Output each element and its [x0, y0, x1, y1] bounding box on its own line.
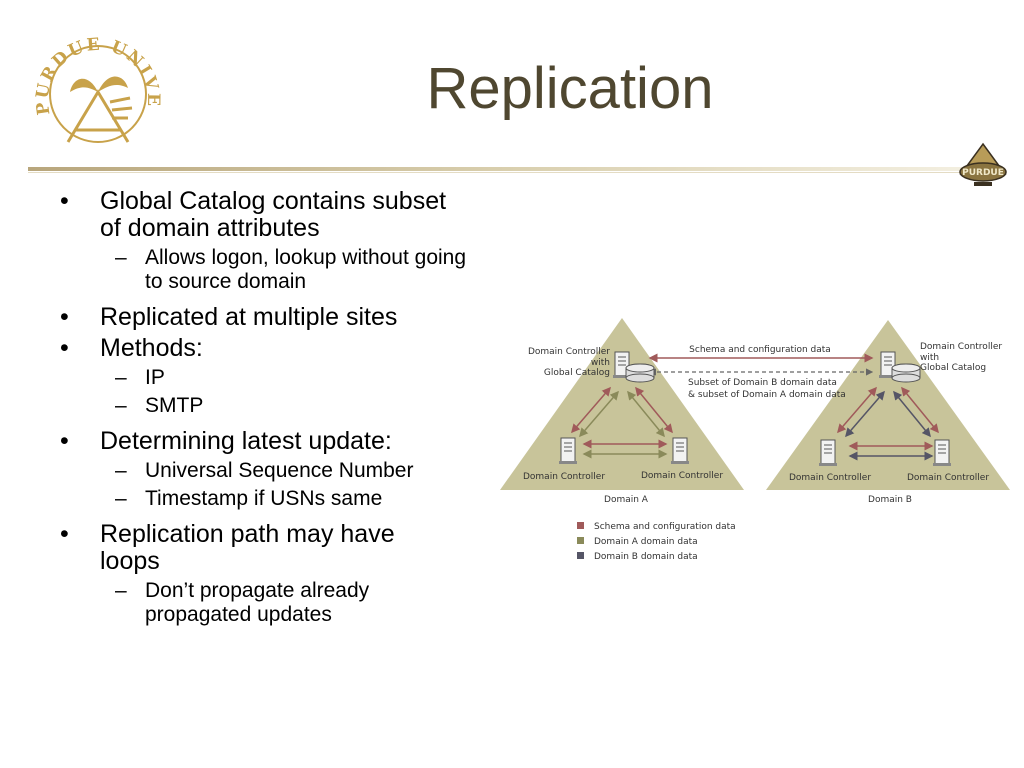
svg-text:PURDUE UNIVERSITY: PURDUE UNIVERSITY: [28, 22, 163, 116]
purdue-emblem-icon: PURDUE: [959, 142, 1007, 186]
bullet-item: Determining latest update:: [0, 428, 450, 456]
domain-a-right-dc-label: Domain Controller: [641, 471, 723, 481]
domain-a-triangle: [500, 318, 744, 490]
sub-bullet-item: SMTP: [0, 394, 475, 418]
bullet-list: Global Catalog contains subset of domain…: [0, 184, 490, 627]
legend-label-domain-b: Domain B domain data: [594, 552, 698, 562]
legend-label-domain-a: Domain A domain data: [594, 537, 698, 547]
legend-swatch-schema: [577, 522, 584, 529]
purdue-seal-logo: PURDUE UNIVERSITY: [28, 22, 163, 143]
legend-swatch-domain-a: [577, 537, 584, 544]
domain-b-gc-label-1: Domain Controller: [920, 342, 1002, 352]
sub-bullet-item: Universal Sequence Number: [0, 459, 475, 483]
domain-a-right-server-icon: [670, 437, 690, 465]
schema-link-label: Schema and configuration data: [689, 345, 831, 355]
bullet-item: Global Catalog contains subset of domain…: [0, 188, 450, 242]
slide-title: Replication: [426, 56, 714, 121]
domain-b-gc-label-2: with: [920, 353, 939, 363]
sub-bullet-item: Allows logon, lookup without going to so…: [0, 246, 475, 294]
sub-bullet-item: IP: [0, 366, 475, 390]
domain-b-gc-label-3: Global Catalog: [920, 363, 986, 373]
diagram-legend: Schema and configuration data Domain A d…: [577, 522, 736, 562]
legend-label-schema: Schema and configuration data: [594, 522, 736, 532]
domain-a-gc-label-3: Global Catalog: [544, 368, 610, 378]
bullet-item: Replication path may have loops: [0, 521, 450, 575]
domain-b-label: Domain B: [868, 495, 912, 505]
domain-a-label: Domain A: [604, 495, 649, 505]
domain-a-gc-label-2: with: [591, 358, 610, 368]
sub-bullet-item: Timestamp if USNs same: [0, 487, 475, 511]
svg-text:PURDUE: PURDUE: [962, 168, 1004, 178]
domain-a-left-dc-label: Domain Controller: [523, 472, 605, 482]
sub-bullet-item: Don’t propagate already propagated updat…: [0, 579, 475, 627]
subset-link-label-1: Subset of Domain B domain data: [688, 378, 837, 388]
title-divider: [28, 167, 986, 173]
domain-b-left-server-icon: [818, 439, 838, 467]
subset-link-label-2: & subset of Domain A domain data: [688, 390, 846, 400]
bullet-item: Replicated at multiple sites: [0, 304, 450, 332]
domain-b-left-dc-label: Domain Controller: [789, 473, 871, 483]
domain-a-gc-label-1: Domain Controller: [528, 347, 610, 357]
domain-b-right-server-icon: [932, 439, 952, 467]
legend-swatch-domain-b: [577, 552, 584, 559]
domain-b-right-dc-label: Domain Controller: [907, 473, 989, 483]
domain-a-left-server-icon: [558, 437, 578, 465]
replication-diagram: Domain Controller with Global Catalog Do…: [500, 318, 1010, 562]
bullet-item: Methods:: [0, 335, 450, 363]
